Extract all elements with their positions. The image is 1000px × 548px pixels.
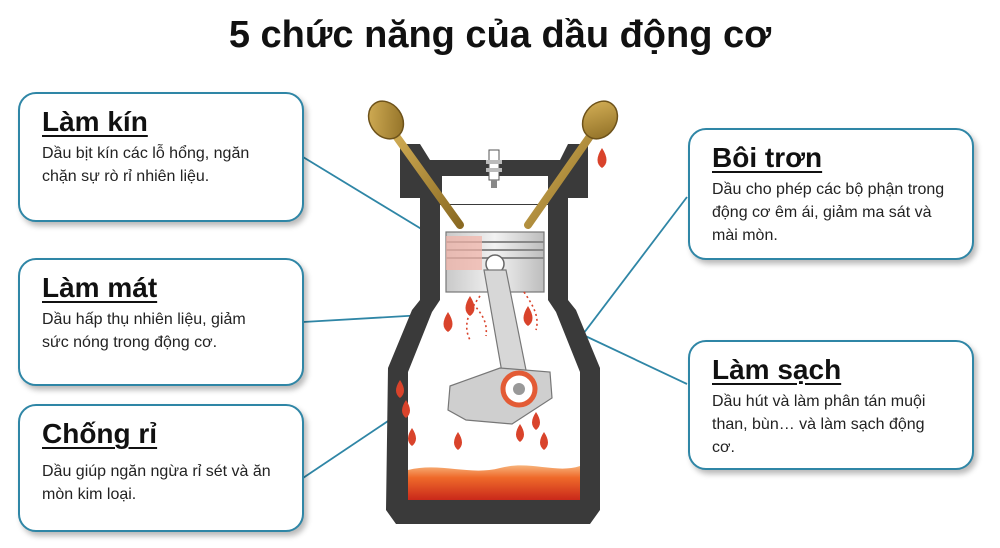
oil-pan <box>408 465 580 500</box>
leader-line-chong-ri <box>302 412 401 479</box>
oil-splash-paths <box>465 291 538 341</box>
page-title: 5 chức năng của dầu động cơ <box>228 14 772 56</box>
callout-text: Dầu hút và làm phân tán muội than, bùn… … <box>712 393 926 456</box>
callout-heading: Chống rỉ <box>42 418 158 449</box>
crankshaft-icon <box>447 367 553 425</box>
callout-chong-ri: Chống rỉ Dầu giúp ngăn ngừa rỉ sét và ăn… <box>18 404 304 532</box>
oil-drop <box>532 412 540 430</box>
oil-drop <box>396 380 404 398</box>
oil-drops <box>396 148 607 450</box>
callout-lam-mat: Làm mát Dầu hấp thụ nhiên liệu, giảm sức… <box>18 258 304 386</box>
callout-lam-sach: Làm sạch Dầu hút và làm phân tán muội th… <box>688 340 974 470</box>
callout-text: Dầu cho phép các bộ phận trong động cơ ê… <box>712 181 945 244</box>
callout-text: Dầu bịt kín các lỗ hổng, ngăn chặn sự rò… <box>42 145 250 185</box>
exhaust-valve-icon <box>524 100 619 229</box>
callout-text: Dầu hấp thụ nhiên liệu, giảm sức nóng tr… <box>42 311 246 351</box>
piston-icon <box>445 231 545 293</box>
oil-drop <box>402 400 410 418</box>
oil-drop <box>523 306 533 326</box>
oil-drop <box>454 432 462 450</box>
oil-drop <box>443 312 453 332</box>
oil-drop <box>408 428 416 446</box>
callout-heading: Làm sạch <box>712 354 842 385</box>
oil-pan-ribs <box>404 512 570 524</box>
callout-heading: Làm mát <box>42 272 158 303</box>
oil-drop <box>597 148 607 168</box>
oil-drop <box>516 424 524 442</box>
oil-pan-base <box>396 500 590 514</box>
callout-text: Dầu giúp ngăn ngừa rỉ sét và ăn mòn kim … <box>42 463 271 503</box>
oil-drop <box>465 296 475 316</box>
callout-heading: Bôi trơn <box>712 142 823 173</box>
callout-boi-tron: Bôi trơn Dầu cho phép các bộ phận trong … <box>688 128 974 260</box>
intake-valve-icon <box>367 100 464 229</box>
callout-heading: Làm kín <box>42 106 148 137</box>
oil-drop <box>540 432 548 450</box>
spark-plug-icon <box>486 149 502 188</box>
callout-lam-kin: Làm kín Dầu bịt kín các lỗ hổng, ngăn ch… <box>18 92 304 222</box>
